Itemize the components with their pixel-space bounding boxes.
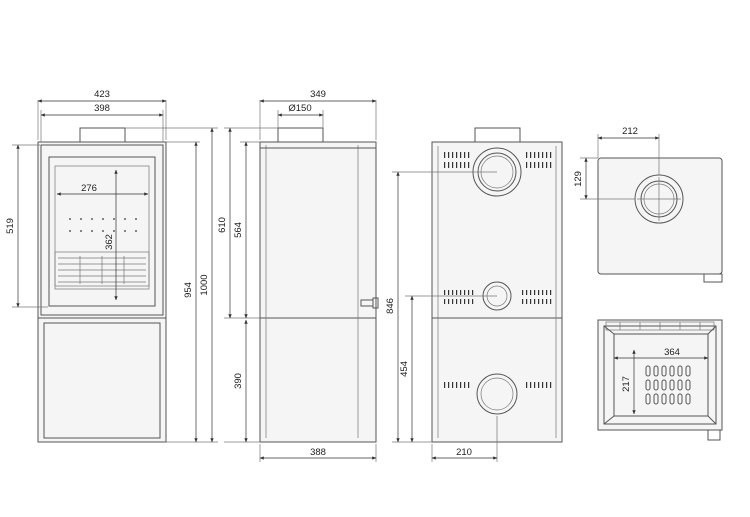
front-stove-body (37, 141, 167, 443)
top-view: 212 129 (573, 126, 723, 283)
dim-423: 423 (94, 89, 110, 100)
dim-388: 388 (310, 447, 326, 458)
front-flue-collar (79, 127, 126, 143)
front-door-glass (48, 156, 156, 307)
front-dimensions: 423 398 519 276 362 954 1000 (5, 89, 218, 443)
dim-349: 349 (310, 89, 326, 100)
front-log-grate (54, 251, 150, 287)
side-dimensions: 349 Ø150 610 564 390 388 (217, 89, 377, 462)
rear-vent-slots (444, 152, 552, 388)
front-view (37, 127, 167, 443)
side-stove-body (259, 141, 377, 443)
rear-view (431, 127, 563, 443)
firebox-outer (597, 319, 723, 431)
side-flue-collar (277, 127, 324, 143)
dim-217: 217 (621, 376, 632, 392)
top-stove-body (597, 157, 723, 275)
dim-364: 364 (664, 347, 680, 358)
dim-212: 212 (622, 126, 638, 137)
dim-390: 390 (233, 373, 244, 389)
dim-454: 454 (399, 361, 410, 377)
dim-519: 519 (5, 218, 16, 234)
dim-610: 610 (217, 217, 228, 233)
rear-stove-body (431, 141, 563, 443)
dim-846: 846 (385, 298, 396, 314)
firebox-handle (707, 429, 721, 441)
dim-276: 276 (81, 183, 97, 194)
side-view (259, 127, 379, 443)
dim-129: 129 (573, 171, 584, 187)
rear-dimensions: 846 454 210 (385, 171, 498, 462)
dim-flue-diameter: Ø150 (288, 103, 311, 114)
top-handle-stub (703, 273, 723, 283)
dim-954: 954 (183, 282, 194, 298)
dim-210: 210 (456, 447, 472, 458)
dim-398: 398 (94, 103, 110, 114)
front-base-panel (43, 322, 161, 439)
firebox-view: 364 217 (597, 319, 723, 441)
firebox-grate-slots (645, 365, 691, 405)
rear-lower-flue-outlet (476, 373, 518, 415)
dim-1000: 1000 (199, 274, 210, 295)
dim-564: 564 (233, 222, 244, 238)
rear-flue-collar (474, 127, 521, 143)
dim-362: 362 (104, 234, 115, 250)
